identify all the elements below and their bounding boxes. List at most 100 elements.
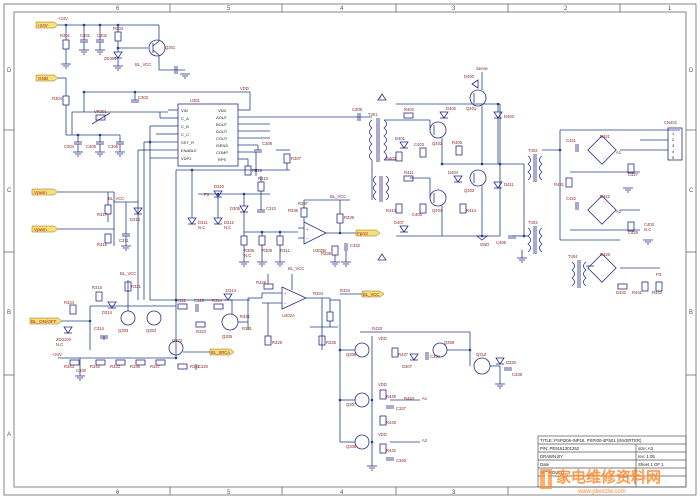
svg-text:VR301: VR301 — [94, 109, 107, 114]
svg-text:R317: R317 — [97, 212, 108, 217]
svg-text:Q303: Q303 — [118, 328, 129, 333]
sense-network: C308 R319 R307 D310 P3 R310 C310 D311 N.… — [176, 141, 302, 267]
regulator-block: Q301 R301 C301 C302 R303 ZD301 BL_VCC +2… — [58, 16, 185, 74]
ground-symbols — [61, 49, 190, 79]
svg-text:C303: C303 — [138, 95, 149, 100]
svg-text:D432: D432 — [616, 290, 627, 295]
grid-row-label: C — [7, 188, 12, 194]
svg-text:D305: D305 — [230, 206, 241, 211]
svg-text:R334: R334 — [313, 291, 324, 296]
svg-text:R421: R421 — [554, 182, 565, 187]
svg-text:C308: C308 — [262, 141, 273, 146]
svg-text:R318: R318 — [97, 242, 108, 247]
svg-text:C406: C406 — [496, 240, 507, 245]
svg-text:R310: R310 — [258, 176, 269, 181]
svg-text:R331: R331 — [242, 326, 253, 331]
svg-text:C311: C311 — [119, 238, 129, 243]
svg-text:C332: C332 — [350, 243, 361, 248]
grid-col-label: 4 — [340, 6, 344, 12]
net-label-a2: A2 — [422, 438, 428, 443]
svg-text:R336: R336 — [288, 208, 299, 213]
ic-pin-label: AOUT — [216, 115, 228, 120]
svg-text:R334: R334 — [340, 288, 351, 293]
svg-text:C314: C314 — [94, 326, 105, 331]
svg-text:U302B: U302B — [313, 248, 326, 253]
grid-col-label: 6 — [116, 6, 120, 12]
grid-col-label: 4 — [340, 490, 344, 496]
svg-text:R342: R342 — [90, 364, 101, 369]
protection-section: R344 ZD0100 N.C R316 D314 Q303 Q304 BL_V… — [52, 271, 235, 381]
net-tag-24v — [35, 21, 59, 29]
svg-text:A2: A2 — [616, 209, 622, 214]
svg-text:VDD: VDD — [240, 86, 249, 91]
svg-text:D312: D312 — [224, 220, 235, 225]
svg-text:D400: D400 — [464, 74, 475, 79]
comparator-section: + − U302A BL_VCC R334 R335 R328 BL_VCC R… — [248, 266, 385, 350]
ic-pin-label: VDD — [218, 108, 227, 113]
svg-text:BL_VCC: BL_VCC — [330, 194, 346, 199]
svg-text:R319: R319 — [252, 168, 263, 173]
grid-row-labels: D C B A D C B — [4, 68, 696, 438]
opamp-section: + − U302B Fprot R337 R336 R339 BL_VCC C3… — [288, 194, 381, 267]
part-ref: Q403 — [464, 188, 475, 193]
sheet-text: Sheet 1 OF 1 — [638, 462, 664, 467]
ic-pin-label: ENABLE — [181, 148, 197, 153]
svg-text:P3: P3 — [656, 272, 662, 277]
net-label-gnd: GND — [38, 76, 49, 81]
grid-row-label: D — [689, 68, 694, 74]
date-text: Date — [540, 462, 550, 467]
driver-feedback: R322 C323 R323 R324 D314 Q305 R341 R331 — [150, 288, 253, 358]
svg-text:−: − — [306, 236, 309, 241]
svg-text:D422: D422 — [600, 194, 611, 199]
svg-text:+: + — [306, 227, 309, 232]
svg-text:R448: R448 — [386, 394, 397, 399]
part-ref: Q401 — [466, 106, 477, 111]
svg-text:C323: C323 — [194, 298, 205, 303]
svg-text:C305: C305 — [86, 144, 97, 149]
ic-pin-label: RPS — [218, 157, 227, 162]
svg-text:C334: C334 — [430, 354, 441, 359]
svg-text:Sense: Sense — [476, 66, 489, 71]
svg-text:2: 2 — [672, 137, 675, 142]
svg-text:C405: C405 — [412, 212, 423, 217]
svg-text:C403: C403 — [414, 142, 425, 147]
svg-text:BL_VCC: BL_VCC — [363, 292, 379, 297]
watermark-url: www.jdwxzlw.com — [577, 489, 626, 495]
part-ref: T401 — [368, 112, 378, 117]
watermark-logo: 家电维修资料网 www.jdwxzlw.com — [540, 468, 661, 495]
svg-text:BL_VCC: BL_VCC — [120, 271, 136, 276]
svg-text:R413: R413 — [386, 208, 397, 213]
connector-cn401: CN401 1 2 3 4 5 — [640, 120, 683, 161]
svg-text:Q309: Q309 — [444, 340, 455, 345]
svg-text:N.C: N.C — [244, 253, 251, 258]
svg-text:D310: D310 — [214, 184, 225, 189]
svg-text:C422: C422 — [566, 196, 577, 201]
net-label-vpwm-b: Vpwm — [34, 227, 47, 232]
sheet-inner-frame — [13, 11, 687, 488]
svg-text:1: 1 — [672, 131, 675, 136]
ic-pin-label: C_C — [181, 132, 189, 137]
size-text: size: A3 — [638, 446, 654, 451]
svg-text:D426: D426 — [600, 252, 611, 257]
svg-text:C310: C310 — [266, 206, 277, 211]
net-tag-bl-on — [29, 317, 63, 325]
svg-text:R402: R402 — [404, 107, 415, 112]
svg-text:D311: D311 — [198, 220, 208, 225]
rev-text: rev: 1.05 — [638, 454, 655, 459]
svg-text:R441: R441 — [632, 290, 643, 295]
net-label-vpwm-a: Vpwm — [34, 190, 47, 195]
grid-col-label: 5 — [227, 490, 231, 496]
grid-row-label: D — [7, 68, 12, 74]
svg-text:R311: R311 — [280, 248, 290, 253]
part-ref: Q305 — [222, 334, 233, 339]
grid-col-label: 3 — [452, 490, 456, 496]
svg-text:BL_VCC: BL_VCC — [288, 266, 304, 271]
svg-text:D314: D314 — [102, 310, 113, 315]
net-label-bl-on: BL_ON/OFF — [31, 319, 57, 324]
svg-text:Q310: Q310 — [476, 352, 487, 357]
svg-text:R341: R341 — [240, 314, 251, 319]
svg-text:C427: C427 — [628, 172, 639, 177]
part-ref: T403 — [528, 220, 538, 225]
controller-ic: U301 VIN C_A C_B C_C SST_R ENABLE VDP2 V… — [83, 86, 346, 167]
svg-text:D401: D401 — [395, 136, 406, 141]
